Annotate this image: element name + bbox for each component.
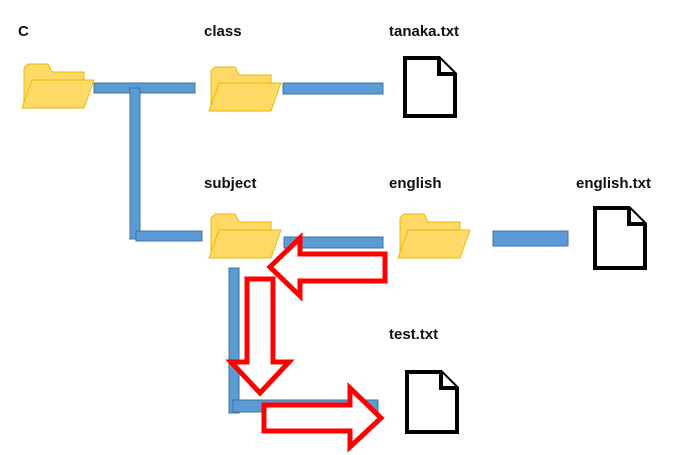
connector-c-vertical (129, 87, 141, 240)
folder-icon (397, 213, 471, 259)
connector-class-to-tanaka (282, 82, 384, 95)
document-icon (593, 206, 647, 270)
arrow-left (266, 232, 388, 302)
arrow-down (225, 276, 295, 397)
tree-connectors (93, 82, 569, 414)
document-icon (405, 370, 459, 434)
folder-label-subject: subject (204, 175, 257, 192)
folder-icon (21, 63, 95, 109)
connector-c-to-class (93, 82, 196, 94)
connector-subject-to-english (283, 236, 384, 249)
folder-label-c: C (18, 23, 29, 40)
file-label-english-txt: english.txt (576, 175, 652, 192)
connector-subject-vertical (228, 267, 240, 414)
connector-to-subject (135, 230, 203, 242)
document-icon (403, 56, 457, 118)
arrow-right (261, 382, 385, 453)
connector-english-to-englishtxt (492, 230, 569, 247)
move-path-arrows (225, 232, 388, 453)
folder-label-english: english (389, 175, 442, 192)
file-label-tanaka: tanaka.txt (389, 23, 460, 40)
file-label-test: test.txt (389, 326, 439, 343)
folder-icon (208, 213, 282, 259)
folder-label-class: class (204, 23, 242, 40)
folder-icon (208, 66, 282, 112)
